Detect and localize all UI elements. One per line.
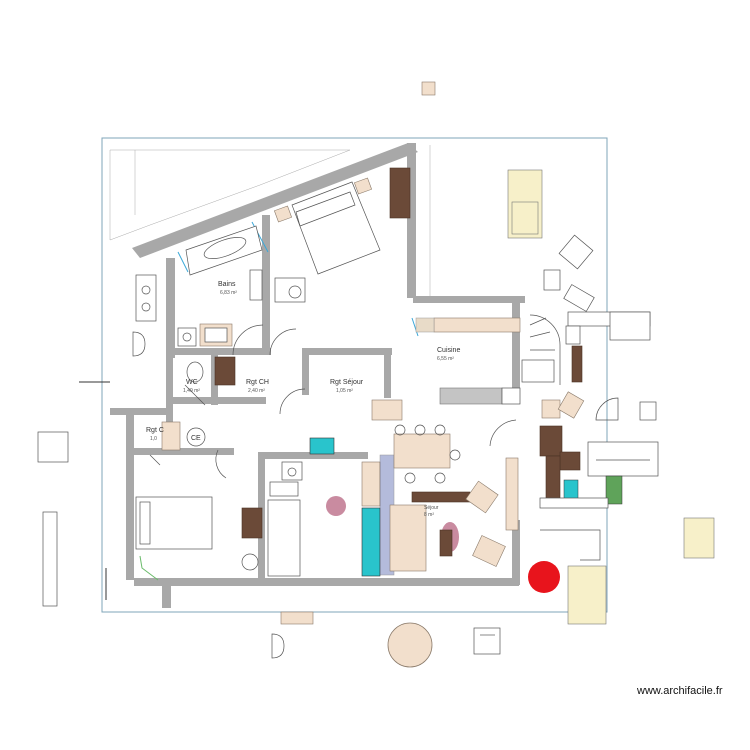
watermark: www.archifacile.fr — [636, 685, 723, 697]
terrace-outline — [109, 145, 431, 300]
room-name-rgt-ch: Rgt CH — [246, 379, 269, 386]
bedroom-top — [273, 167, 411, 275]
bathroom — [177, 225, 306, 347]
room-name-rgt-sejour: Rgt Séjour — [330, 379, 364, 386]
room-name-bains: Bains — [218, 281, 236, 288]
red-disc — [528, 561, 560, 593]
bedroom-left — [135, 496, 263, 581]
room-name-cuisine: Cuisine — [437, 347, 460, 354]
room-area-wc: 1,49 m² — [183, 388, 200, 394]
outside-left — [37, 274, 157, 607]
wc-area — [149, 324, 306, 479]
room-name-rgt-c: Rgt C — [146, 427, 164, 434]
room-area-rgt-ch: 2,40 m² — [248, 388, 265, 394]
site-boundary — [101, 137, 608, 613]
room-area-cuisine: 6,55 m² — [437, 356, 454, 362]
right-terrace — [539, 391, 715, 625]
outside-bottom — [271, 611, 501, 668]
staircase — [507, 169, 657, 421]
round-table — [387, 622, 433, 668]
ce-symbol: CE — [191, 435, 201, 442]
living-area — [309, 399, 560, 593]
room-area-rgt-c: 1,0 — [150, 436, 157, 442]
mauve-rug — [326, 496, 346, 516]
floating-block — [421, 81, 436, 96]
room-name-sejour: Séjour — [424, 505, 439, 511]
room-area-sejour: 8 m² — [424, 512, 434, 518]
room-labels: Bains 6,83 m² WC 1,49 m² Rgt CH 2,40 m² … — [146, 281, 460, 518]
room-name-wc: WC — [186, 379, 198, 386]
cyan-cabinet — [309, 437, 335, 455]
kitchen — [415, 317, 555, 405]
room-area-rgt-sejour: 1,05 m² — [336, 388, 353, 394]
room-area-bains: 6,83 m² — [220, 290, 237, 296]
bathroom-2 — [267, 461, 303, 577]
